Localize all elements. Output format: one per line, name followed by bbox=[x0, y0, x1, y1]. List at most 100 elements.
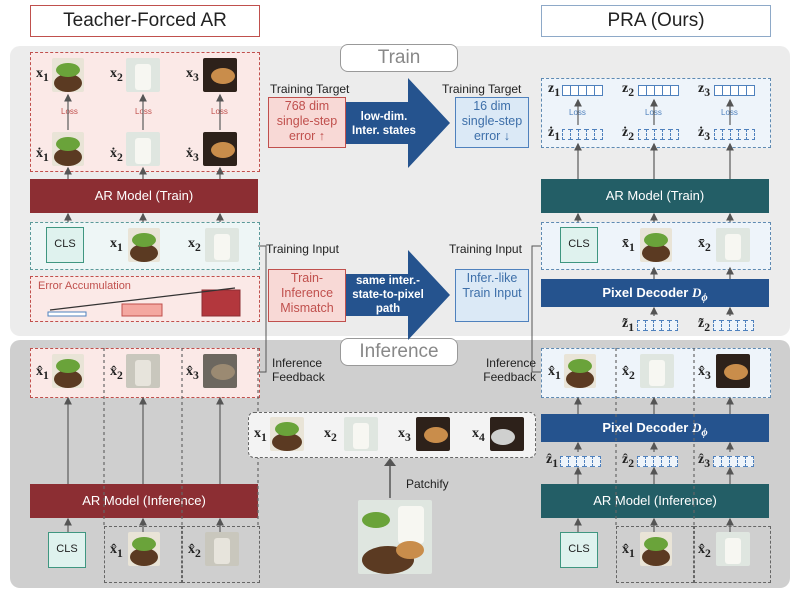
zhat-label-1: ẑ1 bbox=[546, 452, 559, 470]
full-coffee-image bbox=[358, 500, 432, 574]
blurry-milk-image bbox=[126, 354, 160, 388]
left-target-label-3: x3 bbox=[186, 66, 199, 84]
latent-vector bbox=[562, 85, 603, 96]
coffee-cup-image bbox=[716, 354, 750, 388]
pixel-decoder-train: Pixel Decoder Dϕ bbox=[541, 279, 769, 307]
patch-label-4: x4 bbox=[472, 426, 485, 444]
same-path-arrow-label: same inter.-state-to-pixel path bbox=[352, 275, 424, 315]
left-inf-in-label-1: x̂1 bbox=[110, 542, 123, 560]
coffee-leaf-image bbox=[270, 417, 304, 451]
coffee-leaf-image bbox=[564, 354, 596, 388]
loss-label: Loss bbox=[61, 107, 78, 116]
low-dim-arrow bbox=[346, 78, 450, 168]
ztilde-label-2: z̃2 bbox=[698, 316, 711, 334]
ztilde-label-1: z̃1 bbox=[622, 316, 635, 334]
left-inf-out-label-1: x̂1 bbox=[36, 364, 49, 382]
zdot-label-3: ż3 bbox=[698, 125, 711, 143]
latent-vector bbox=[637, 456, 678, 467]
right-inference-input-1 bbox=[616, 526, 694, 583]
right-inf-out-label-2: x̂2 bbox=[622, 364, 635, 382]
latent-vector bbox=[714, 129, 755, 140]
zdot-label-2: ż2 bbox=[622, 125, 635, 143]
cls-token: CLS bbox=[560, 532, 598, 568]
latent-vector bbox=[637, 320, 678, 331]
latent-vector bbox=[713, 456, 754, 467]
z-label-2: z2 bbox=[622, 81, 635, 99]
pixel-decoder-inference: Pixel Decoder Dϕ bbox=[541, 414, 769, 442]
z-label-1: z1 bbox=[548, 81, 561, 99]
loss-label: Loss bbox=[135, 107, 152, 116]
left-inference-input-2 bbox=[182, 526, 260, 583]
coffee-leaf-image bbox=[640, 532, 672, 566]
left-inf-out-label-3: x̂3 bbox=[186, 364, 199, 382]
xbar-label-1: x̄1 bbox=[622, 236, 635, 254]
patch-label-2: x2 bbox=[324, 426, 337, 444]
pra-header: PRA (Ours) bbox=[541, 5, 771, 37]
zhat-label-2: ẑ2 bbox=[622, 452, 635, 470]
cls-token: CLS bbox=[48, 532, 86, 568]
coffee-leaf-image bbox=[52, 132, 84, 166]
milk-jug-image bbox=[716, 228, 750, 262]
loss-label: Loss bbox=[721, 108, 738, 117]
error-accumulation-chart bbox=[47, 287, 241, 317]
left-inf-in-label-2: x̂2 bbox=[188, 542, 201, 560]
left-inf-out-label-2: x̂2 bbox=[110, 364, 123, 382]
patchify-label: Patchify bbox=[406, 477, 449, 491]
zhat-label-3: ẑ3 bbox=[698, 452, 711, 470]
cls-token: CLS bbox=[46, 227, 84, 263]
ar-model-inference-left: AR Model (Inference) bbox=[30, 484, 258, 518]
cls-token: CLS bbox=[560, 227, 598, 263]
train-section-title: Train bbox=[340, 44, 458, 72]
loss-label: Loss bbox=[645, 108, 662, 117]
inference-feedback-label-left: Inference Feedback bbox=[272, 356, 325, 384]
left-pred-label-1: ẋ1 bbox=[36, 146, 49, 164]
left-input-label-2: x2 bbox=[188, 236, 201, 254]
right-inference-input-2 bbox=[694, 526, 771, 583]
milk-jug-image bbox=[126, 132, 160, 166]
zdot-label-1: ż1 bbox=[548, 125, 561, 143]
z-label-3: z3 bbox=[698, 81, 711, 99]
latent-vector bbox=[638, 85, 679, 96]
low-dim-target-box: 16 dim single-step error ↓ bbox=[455, 97, 529, 148]
patch-label-1: x1 bbox=[254, 426, 267, 444]
coffee-leaf-image bbox=[52, 58, 84, 92]
blurry-milk-image bbox=[205, 532, 239, 566]
milk-jug-image bbox=[126, 58, 160, 92]
latent-vector bbox=[560, 456, 601, 467]
latent-vector bbox=[562, 129, 603, 140]
coffee-cup-image bbox=[203, 58, 237, 92]
coffee-cup-image bbox=[203, 132, 237, 166]
left-target-label-1: x1 bbox=[36, 66, 49, 84]
milk-jug-image bbox=[205, 228, 239, 262]
latent-vector bbox=[638, 129, 679, 140]
milk-jug-image bbox=[716, 532, 750, 566]
teacher-forced-ar-header: Teacher-Forced AR bbox=[30, 5, 260, 37]
latent-vector bbox=[714, 85, 755, 96]
error-accumulation-label: Error Accumulation bbox=[38, 280, 131, 292]
mismatch-box: Train-Inference Mismatch bbox=[268, 269, 346, 322]
infer-like-input-box: Infer.-like Train Input bbox=[455, 269, 529, 322]
high-dim-target-box: 768 dim single-step error ↑ bbox=[268, 97, 346, 148]
coffee-leaf-image bbox=[128, 532, 160, 566]
training-input-label-left: Training Input bbox=[266, 242, 339, 256]
right-inf-in-label-1: x̂1 bbox=[622, 542, 635, 560]
left-input-label-1: x1 bbox=[110, 236, 123, 254]
training-input-label-right: Training Input bbox=[449, 242, 522, 256]
ar-model-train-right: AR Model (Train) bbox=[541, 179, 769, 213]
latent-vector bbox=[713, 320, 754, 331]
left-pred-label-2: ẋ2 bbox=[110, 146, 123, 164]
xbar-label-2: x̄2 bbox=[698, 236, 711, 254]
coffee-cup-image-2 bbox=[490, 417, 524, 451]
milk-jug-image bbox=[344, 417, 378, 451]
low-dim-arrow-label: low-dim. Inter. states bbox=[352, 111, 416, 137]
same-path-arrow bbox=[346, 250, 450, 340]
blurry-coffee-image bbox=[203, 354, 237, 388]
inference-section-title: Inference bbox=[340, 338, 458, 366]
left-target-label-2: x2 bbox=[110, 66, 123, 84]
coffee-leaf-image bbox=[52, 354, 84, 388]
right-inf-out-label-1: x̂1 bbox=[548, 364, 561, 382]
coffee-cup-image bbox=[416, 417, 450, 451]
loss-label: Loss bbox=[211, 107, 228, 116]
loss-label: Loss bbox=[569, 108, 586, 117]
training-target-label-left: Training Target bbox=[270, 82, 350, 96]
